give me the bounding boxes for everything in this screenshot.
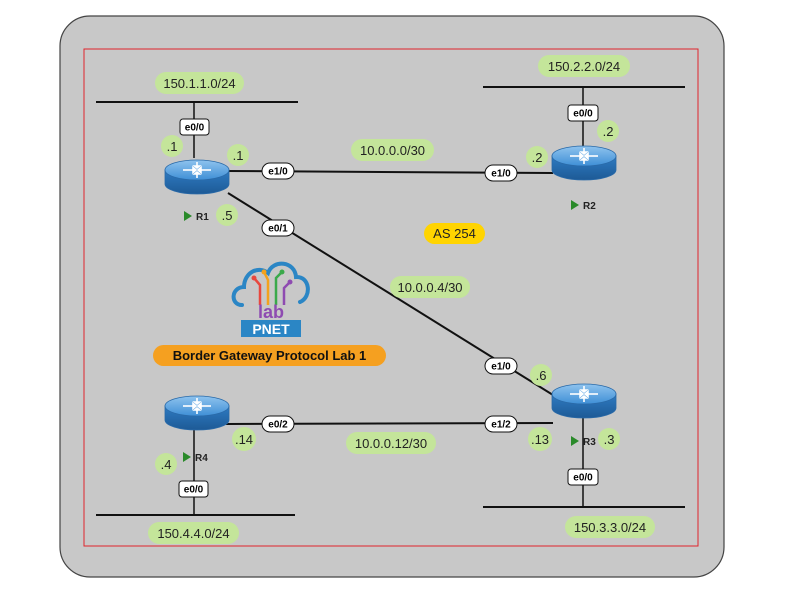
router-label-r3: R3	[571, 436, 596, 448]
octet-r4-lan: .4	[155, 453, 177, 475]
logo-brand-bar	[241, 320, 301, 337]
svg-text:10.0.0.0/30: 10.0.0.0/30	[360, 143, 425, 158]
play-icon	[183, 452, 191, 462]
router-name-r2: R2	[583, 201, 596, 212]
svg-text:.1: .1	[167, 139, 178, 154]
svg-text:150.3.3.0/24: 150.3.3.0/24	[574, 520, 646, 535]
net-label-r4-r3: 10.0.0.12/30	[346, 432, 436, 454]
svg-text:e0/0: e0/0	[573, 473, 593, 484]
logo-lab-text: lab	[258, 302, 284, 322]
inner-border	[83, 48, 699, 547]
svg-text:.3: .3	[604, 432, 615, 447]
router-r3[interactable]	[551, 383, 617, 419]
svg-text:AS 254: AS 254	[433, 226, 476, 241]
svg-text:e0/0: e0/0	[573, 109, 593, 120]
router-label-r2: R2	[571, 200, 596, 212]
svg-text:e0/0: e0/0	[185, 123, 205, 134]
svg-text:e0/0: e0/0	[184, 485, 204, 496]
play-icon	[184, 211, 192, 221]
port-r3-to-r4: e1/2	[484, 415, 518, 433]
octet-r4-to-r3: .14	[232, 427, 256, 451]
net-label-r1-r3: 10.0.0.4/30	[390, 276, 470, 298]
play-icon	[571, 200, 579, 210]
port-r4-lan: e0/0	[178, 480, 209, 498]
octet-r1-lan: .1	[161, 135, 183, 157]
svg-text:10.0.0.4/30: 10.0.0.4/30	[397, 280, 462, 295]
router-name-r3: R3	[583, 437, 596, 448]
svg-text:.6: .6	[536, 368, 547, 383]
port-r2-lan: e0/0	[567, 104, 599, 122]
port-r3-lan: e0/0	[567, 468, 599, 486]
octet-r3-lan: .3	[598, 428, 620, 450]
port-r3-to-r1: e1/0	[484, 357, 518, 375]
svg-text:e1/0: e1/0	[268, 167, 288, 178]
octet-r2-to-r1: .2	[526, 146, 548, 168]
router-name-r1: R1	[196, 212, 209, 223]
lab-title: Border Gateway Protocol Lab 1	[173, 348, 367, 363]
svg-text:150.1.1.0/24: 150.1.1.0/24	[163, 76, 235, 91]
svg-text:10.0.0.12/30: 10.0.0.12/30	[355, 436, 427, 451]
svg-text:.4: .4	[161, 457, 172, 472]
router-r2[interactable]	[551, 145, 617, 181]
net-label-r2-lan: 150.2.2.0/24	[538, 55, 630, 77]
net-label-r1-r2: 10.0.0.0/30	[351, 139, 434, 161]
circuit-icon	[251, 269, 293, 305]
svg-text:e1/2: e1/2	[491, 420, 511, 431]
octet-r3-to-r4: .13	[528, 427, 552, 451]
svg-text:.2: .2	[532, 150, 543, 165]
port-r2-to-r1: e1/0	[484, 164, 518, 182]
octet-r3-to-r1: .6	[530, 364, 552, 386]
lab-title-badge: Border Gateway Protocol Lab 1	[153, 345, 386, 366]
svg-text:e1/0: e1/0	[491, 362, 511, 373]
net-label-r3-lan: 150.3.3.0/24	[565, 516, 655, 538]
svg-text:.1: .1	[233, 148, 244, 163]
octet-r2-lan: .2	[597, 120, 619, 142]
router-name-r4: R4	[195, 453, 208, 464]
octet-r1-to-r2: .1	[227, 144, 249, 166]
octet-r1-to-r3: .5	[216, 204, 238, 226]
port-r1-lan: e0/0	[179, 118, 210, 136]
pnet-logo: lab PNET	[231, 261, 310, 337]
outer-panel	[59, 15, 725, 578]
router-label-r4: R4	[183, 452, 208, 464]
router-r4[interactable]	[164, 395, 230, 431]
port-r4-to-r3: e0/2	[261, 415, 295, 433]
as-badge: AS 254	[424, 223, 485, 244]
play-icon	[571, 436, 579, 446]
port-r1-to-r2: e1/0	[261, 162, 295, 180]
svg-text:e0/2: e0/2	[268, 420, 288, 431]
router-r1[interactable]	[164, 159, 230, 195]
svg-text:150.2.2.0/24: 150.2.2.0/24	[548, 59, 620, 74]
logo-brand-text: PNET	[252, 321, 290, 337]
cloud-icon	[231, 261, 310, 307]
svg-text:.14: .14	[235, 432, 253, 447]
svg-text:.5: .5	[222, 208, 233, 223]
router-label-r1: R1	[184, 211, 209, 223]
net-label-r4-lan: 150.4.4.0/24	[148, 522, 239, 544]
svg-text:e1/0: e1/0	[491, 169, 511, 180]
svg-text:.13: .13	[531, 432, 549, 447]
svg-text:.2: .2	[603, 124, 614, 139]
port-r1-to-r3: e0/1	[261, 219, 295, 237]
svg-text:e0/1: e0/1	[268, 224, 288, 235]
net-label-r1-lan: 150.1.1.0/24	[155, 72, 244, 94]
svg-text:150.4.4.0/24: 150.4.4.0/24	[157, 526, 229, 541]
